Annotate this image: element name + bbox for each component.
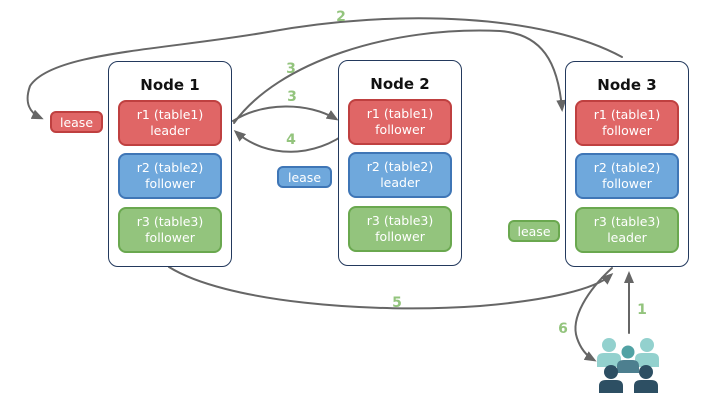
replica-name: r2 (table2) [366,158,434,174]
replica-role: leader [607,230,647,245]
step-label-3a: 3 [286,61,296,77]
replica-name: r1 (table1) [366,105,434,121]
replica-name: r3 (table3) [136,213,204,229]
step-label-2: 2 [336,9,346,25]
arrow-step6-node3-to-users [574,267,613,362]
replica-role: follower [375,122,425,137]
replica-role: leader [380,175,420,190]
replica-role: follower [145,230,195,245]
node2-replica-r3-follower: r3 (table3) follower [348,206,452,252]
node2-replica-r2-leader: r2 (table2) leader [348,152,452,198]
replica-name: r3 (table3) [366,212,434,228]
replica-name: r3 (table3) [593,213,661,229]
node-1: Node 1 r1 (table1) leader r2 (table2) fo… [108,61,232,267]
replica-role: leader [150,123,190,138]
node1-replica-r1-leader: r1 (table1) leader [118,100,222,146]
node1-replica-r3-follower: r3 (table3) follower [118,207,222,253]
node3-replica-r2-follower: r2 (table2) follower [575,153,679,199]
step-label-4: 4 [286,132,296,148]
step-label-1: 1 [637,302,647,318]
replica-role: follower [602,176,652,191]
node-3: Node 3 r1 (table1) follower r2 (table2) … [565,61,689,267]
lease-chip-table1: lease [50,111,103,133]
node3-replica-r1-follower: r1 (table1) follower [575,100,679,146]
replica-role: follower [145,176,195,191]
replica-name: r1 (table1) [593,106,661,122]
node-1-title: Node 1 [140,76,200,94]
step-label-3b: 3 [287,89,297,105]
users-group-icon [597,338,659,393]
node-2-title: Node 2 [370,75,430,93]
node3-replica-r3-leader: r3 (table3) leader [575,207,679,253]
replica-role: follower [375,229,425,244]
replica-name: r1 (table1) [136,106,204,122]
arrow-step5-node1-to-node3 [168,266,614,310]
replica-name: r2 (table2) [136,159,204,175]
step-label-5: 5 [392,295,402,311]
lease-chip-table2: lease [277,166,332,188]
node1-replica-r2-follower: r2 (table2) follower [118,153,222,199]
node2-replica-r1-follower: r1 (table1) follower [348,99,452,145]
lease-chip-table3: lease [508,220,560,242]
step-label-6: 6 [558,321,568,337]
replica-name: r2 (table2) [593,159,661,175]
node-2: Node 2 r1 (table1) follower r2 (table2) … [338,60,462,266]
node-3-title: Node 3 [597,76,657,94]
replica-role: follower [602,123,652,138]
arrow-step3-node1-to-node2 [232,105,339,122]
